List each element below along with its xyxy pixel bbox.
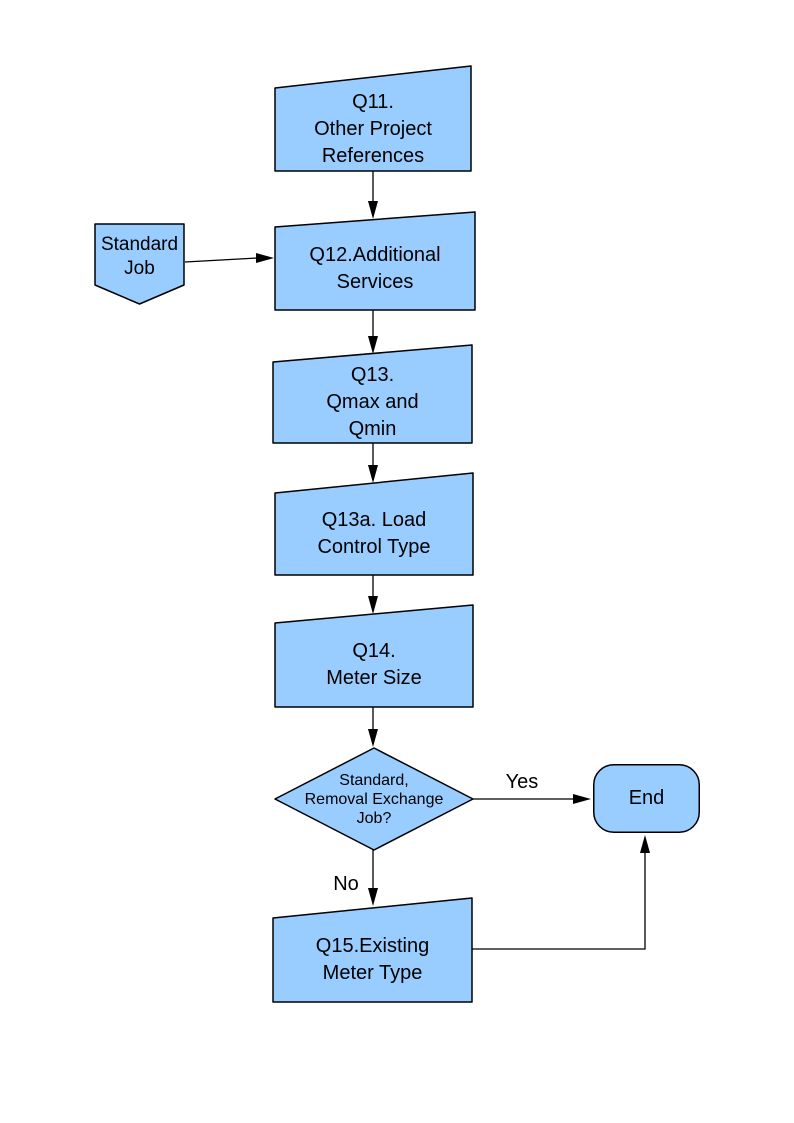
arrowhead-down-icon bbox=[368, 201, 378, 219]
node-label: End bbox=[593, 764, 700, 833]
arrowhead-down-icon bbox=[368, 888, 378, 906]
arrowhead-right-icon bbox=[256, 253, 274, 263]
edge-label-yes: Yes bbox=[505, 771, 539, 793]
node-q15-existing-meter-type: Q15.Existing Meter Type bbox=[272, 897, 473, 1003]
node-text-line: Q11. bbox=[352, 91, 394, 113]
node-q11-other-project-references: Q11. Other Project References bbox=[274, 65, 472, 172]
node-text-line: Standard bbox=[100, 234, 179, 255]
connector-q13a-to-q14 bbox=[368, 575, 378, 614]
node-text-line: Control Type bbox=[317, 536, 431, 558]
node-q13a-load-control-type: Q13a. Load Control Type bbox=[274, 472, 474, 576]
node-label: Standard Job bbox=[95, 224, 184, 304]
node-text-line: Services bbox=[336, 270, 414, 293]
node-text-line: Q14. bbox=[352, 640, 396, 662]
manual-input-shape bbox=[274, 211, 476, 311]
node-text-line: Meter Type bbox=[322, 962, 423, 984]
node-text-line: Other Project bbox=[314, 118, 432, 140]
terminator-shape bbox=[593, 764, 700, 833]
node-label: Standard, Removal Exchange Job? bbox=[275, 748, 473, 850]
edge-label-no: No bbox=[333, 873, 359, 895]
node-q13-qmax-qmin: Q13. Qmax and Qmin bbox=[272, 344, 473, 444]
node-text-line: References bbox=[321, 145, 425, 167]
node-label: Q12.Additional Services bbox=[275, 212, 475, 310]
node-q14-meter-size: Q14. Meter Size bbox=[274, 604, 474, 708]
node-decision-standard-removal-exchange-job: Standard, Removal Exchange Job? bbox=[274, 747, 474, 851]
connector-decision-to-q15-no bbox=[368, 850, 378, 906]
node-end: End bbox=[593, 764, 700, 833]
arrowhead-right-icon bbox=[573, 794, 591, 804]
node-text-line: Q13a. Load bbox=[321, 509, 427, 531]
node-text-line: Q12.Additional bbox=[309, 243, 441, 266]
connector-q14-to-decision bbox=[368, 707, 378, 747]
arrowhead-down-icon bbox=[368, 465, 378, 483]
arrowhead-down-icon bbox=[368, 336, 378, 354]
manual-input-shape bbox=[274, 604, 474, 708]
node-text-line: Q15.Existing bbox=[315, 935, 430, 957]
node-text-line: Qmin bbox=[348, 418, 397, 440]
node-standard-job: Standard Job bbox=[94, 223, 185, 305]
off-page-connector-shape bbox=[94, 223, 185, 305]
connector-decision-to-end-yes bbox=[473, 794, 591, 804]
manual-input-shape bbox=[272, 897, 473, 1003]
node-label: Q14. Meter Size bbox=[275, 605, 473, 707]
arrowhead-down-icon bbox=[368, 729, 378, 747]
arrowhead-down-icon bbox=[368, 596, 378, 614]
connector-standardjob-to-q12 bbox=[184, 253, 274, 263]
node-label: Q15.Existing Meter Type bbox=[273, 898, 472, 1002]
connector-q12-to-q13 bbox=[368, 310, 378, 354]
node-label: Q13a. Load Control Type bbox=[275, 473, 473, 575]
node-text-line: Qmax and bbox=[326, 391, 419, 413]
node-text-line: Meter Size bbox=[326, 667, 422, 689]
node-text-line: Removal Exchange bbox=[304, 790, 444, 808]
node-text-line: Q13. bbox=[350, 364, 395, 386]
node-label: Q11. Other Project References bbox=[275, 66, 471, 171]
connector-q13-to-q13a bbox=[368, 443, 378, 483]
node-text-line: Job bbox=[124, 258, 155, 279]
node-text-line: End bbox=[628, 787, 665, 809]
manual-input-shape bbox=[272, 344, 473, 444]
node-label: Q13. Qmax and Qmin bbox=[273, 345, 472, 443]
decision-diamond-shape bbox=[274, 747, 474, 851]
connector-q11-to-q12 bbox=[368, 171, 378, 219]
manual-input-shape bbox=[274, 65, 472, 172]
node-text-line: Job? bbox=[356, 809, 392, 827]
node-q12-additional-services: Q12.Additional Services bbox=[274, 211, 476, 311]
connector-q15-to-end bbox=[472, 835, 650, 950]
manual-input-shape bbox=[274, 472, 474, 576]
node-text-line: Standard, bbox=[339, 771, 409, 789]
arrowhead-up-icon bbox=[640, 835, 650, 853]
